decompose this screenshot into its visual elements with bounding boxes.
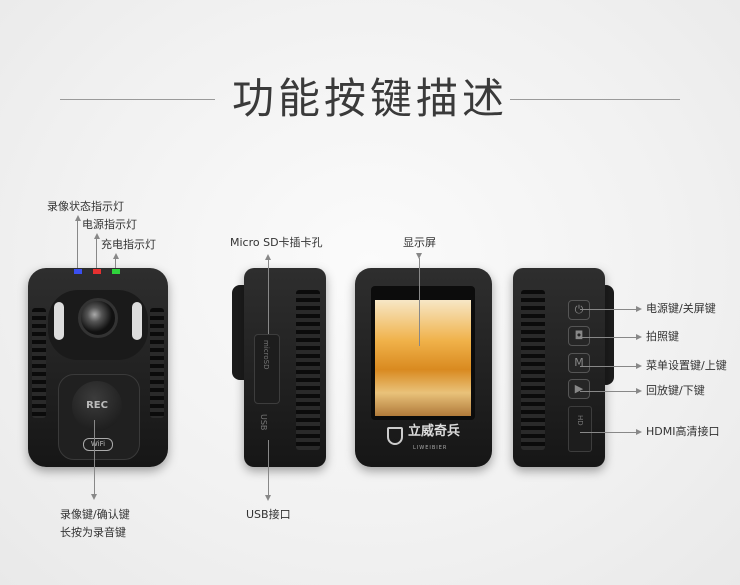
camera-icon: ◘ [574,329,584,342]
hdmi-cover[interactable]: HD [568,406,592,452]
rec-button[interactable]: REC [72,381,122,431]
pointer-line [115,258,116,268]
sd-text: microSD [262,340,270,370]
pointer-line [580,337,636,338]
record-button-long-label: 长按为录音键 [60,526,126,539]
power-icon: ⏻ [574,303,584,316]
pointer-line [419,258,420,346]
arrow-up-icon [265,254,271,260]
record-button-label: 录像键/确认键 [60,508,130,521]
arrow-down-icon [91,494,97,500]
record-status-led [74,269,82,274]
photo-button[interactable]: ◘ [568,326,590,346]
screen-label: 显示屏 [403,236,436,249]
ir-light-left [54,302,64,340]
charge-led-label: 充电指示灯 [101,238,156,251]
pointer-line [580,366,636,367]
side-grip-left [32,308,46,418]
playback-button-label: 回放键/下键 [646,384,705,397]
arrow-right-icon [636,334,642,340]
usb-text: USB [259,414,268,431]
pointer-line [580,309,636,310]
arrow-up-icon [75,215,81,221]
play-icon: ▶ [574,382,584,395]
display-screen [371,286,475,420]
camera-button-side-view: ⏻ ◘ M ▶ HD [513,268,605,467]
wifi-badge: WiFi [83,438,113,451]
arrow-down-icon [416,253,422,259]
arrow-right-icon [636,388,642,394]
title-divider-left [60,99,215,100]
charge-led [112,269,120,274]
pointer-line [94,420,95,495]
arrow-up-icon [94,233,100,239]
arrow-down-icon [265,495,271,501]
pointer-line [580,391,636,392]
side-grille [521,290,545,450]
side-grille [296,290,320,450]
camera-back-view: 立威奇兵 LIWEIBIER [355,268,492,467]
logo-subtext: LIWEIBIER [413,445,448,451]
arrow-right-icon [636,429,642,435]
lens-housing [48,290,148,360]
pointer-line [268,258,269,334]
camera-side-view: microSD USB [244,268,326,467]
arrow-up-icon [113,253,119,259]
sd-cover[interactable]: microSD [254,334,280,404]
camera-front-view: REC WiFi [28,268,168,467]
power-led [93,269,101,274]
logo-shield-icon [387,427,403,445]
arrow-right-icon [636,306,642,312]
m-icon: M [574,356,584,369]
side-grip-right [150,308,164,418]
pointer-line [77,220,78,268]
ir-light-right [132,302,142,340]
arrow-right-icon [636,363,642,369]
page-title: 功能按键描述 [231,74,508,123]
power-button-label: 电源键/关屏键 [646,302,716,315]
photo-button-label: 拍照键 [646,330,679,343]
title-divider-right [510,99,680,100]
record-status-led-label: 录像状态指示灯 [47,200,124,213]
pointer-line [580,432,636,433]
hdmi-text: HD [576,415,584,426]
hdmi-port-label: HDMI高清接口 [646,425,720,438]
pointer-line [268,440,269,496]
pointer-line [96,238,97,268]
lens [78,298,118,338]
rec-panel: REC WiFi [58,374,140,460]
sd-slot-label: Micro SD卡插卡孔 [230,236,323,249]
power-button[interactable]: ⏻ [568,300,590,320]
screen-image [375,300,471,416]
menu-up-button[interactable]: M [568,353,590,373]
playback-down-button[interactable]: ▶ [568,379,590,399]
usb-port-label: USB接口 [246,508,291,521]
menu-button-label: 菜单设置键/上键 [646,359,727,372]
logo-text: 立威奇兵 [408,424,461,439]
power-led-label: 电源指示灯 [82,218,137,231]
